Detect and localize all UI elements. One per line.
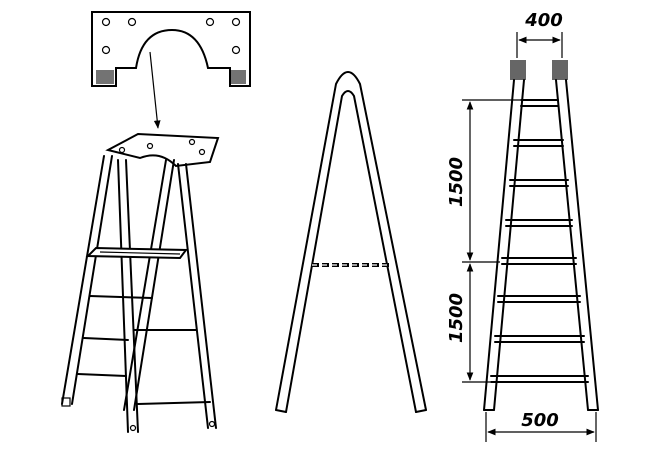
dimension-bottom-width: 500 [485, 410, 597, 442]
platform-plate-detail [91, 11, 251, 129]
dimension-bottom-width-label: 500 [521, 410, 559, 431]
dimension-upper-height: 1500 [446, 101, 474, 261]
dimension-lower-height-label: 1500 [446, 293, 467, 343]
stepladder-front-view [483, 60, 599, 411]
dimension-top-width-label: 400 [524, 10, 563, 31]
dimension-lower-height: 1500 [446, 263, 474, 381]
stepladder-perspective [61, 132, 220, 433]
dimension-upper-height-label: 1500 [446, 157, 467, 207]
stepladder-side-view [275, 71, 427, 413]
dimension-top-width: 400 [516, 10, 563, 58]
